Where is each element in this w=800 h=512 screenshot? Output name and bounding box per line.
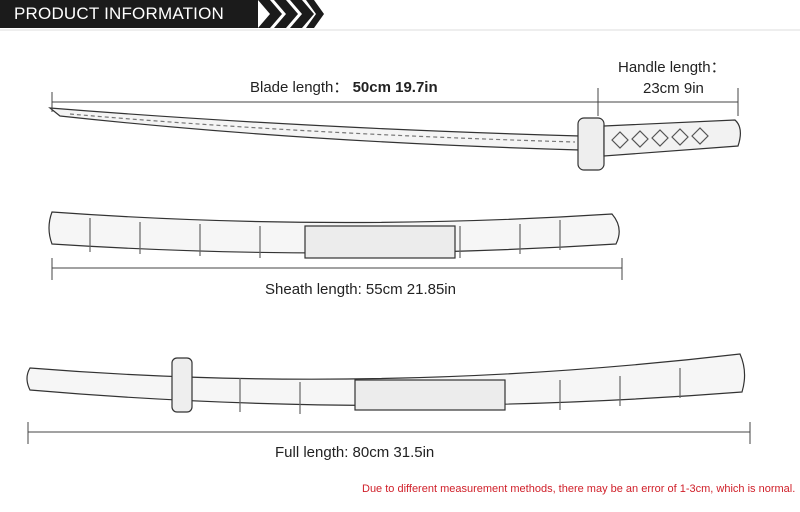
handle-length-label: Handle length： <box>618 59 726 76</box>
blade-length-caption: Blade length： <box>250 79 349 96</box>
sheath-drawing <box>48 211 620 259</box>
handle-length-value: 23cm 9in <box>643 80 704 97</box>
measurement-note: Due to different measurement methods, th… <box>362 483 796 495</box>
full-katana-drawing <box>26 353 746 414</box>
katana-drawing <box>48 107 741 171</box>
section-header: PRODUCT INFORMATION <box>0 0 258 28</box>
dimension-lines <box>27 88 751 444</box>
header-chevrons-icon <box>258 0 324 28</box>
section-title: PRODUCT INFORMATION <box>14 4 224 23</box>
blade-length-label: Blade length： 50cm 19.7in <box>250 76 438 97</box>
full-length-label: Full length: 80cm 31.5in <box>275 444 435 461</box>
sheath-length-label: Sheath length: 55cm 21.85in <box>265 281 456 298</box>
blade-length-value: 50cm 19.7in <box>352 79 438 96</box>
